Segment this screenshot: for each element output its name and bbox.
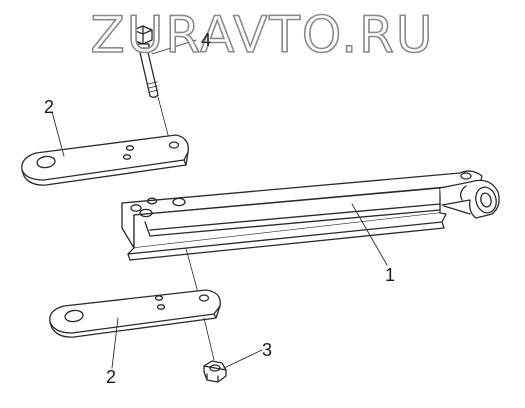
callout-part-4: 4	[201, 30, 212, 50]
callout-part-2-upper: 2	[44, 97, 55, 117]
bolt-part-4	[132, 25, 159, 98]
callout-part-2-lower: 2	[106, 367, 117, 387]
plate-part-2-lower	[49, 289, 221, 338]
watermark-text: ZURAVTO.RU	[90, 5, 435, 65]
plate-part-2-upper	[21, 134, 189, 186]
leader-lines	[51, 39, 388, 369]
callout-part-1: 1	[385, 265, 396, 285]
nut-part-3	[203, 360, 227, 383]
callout-part-3: 3	[262, 340, 273, 360]
bracket-part-1	[121, 170, 500, 261]
